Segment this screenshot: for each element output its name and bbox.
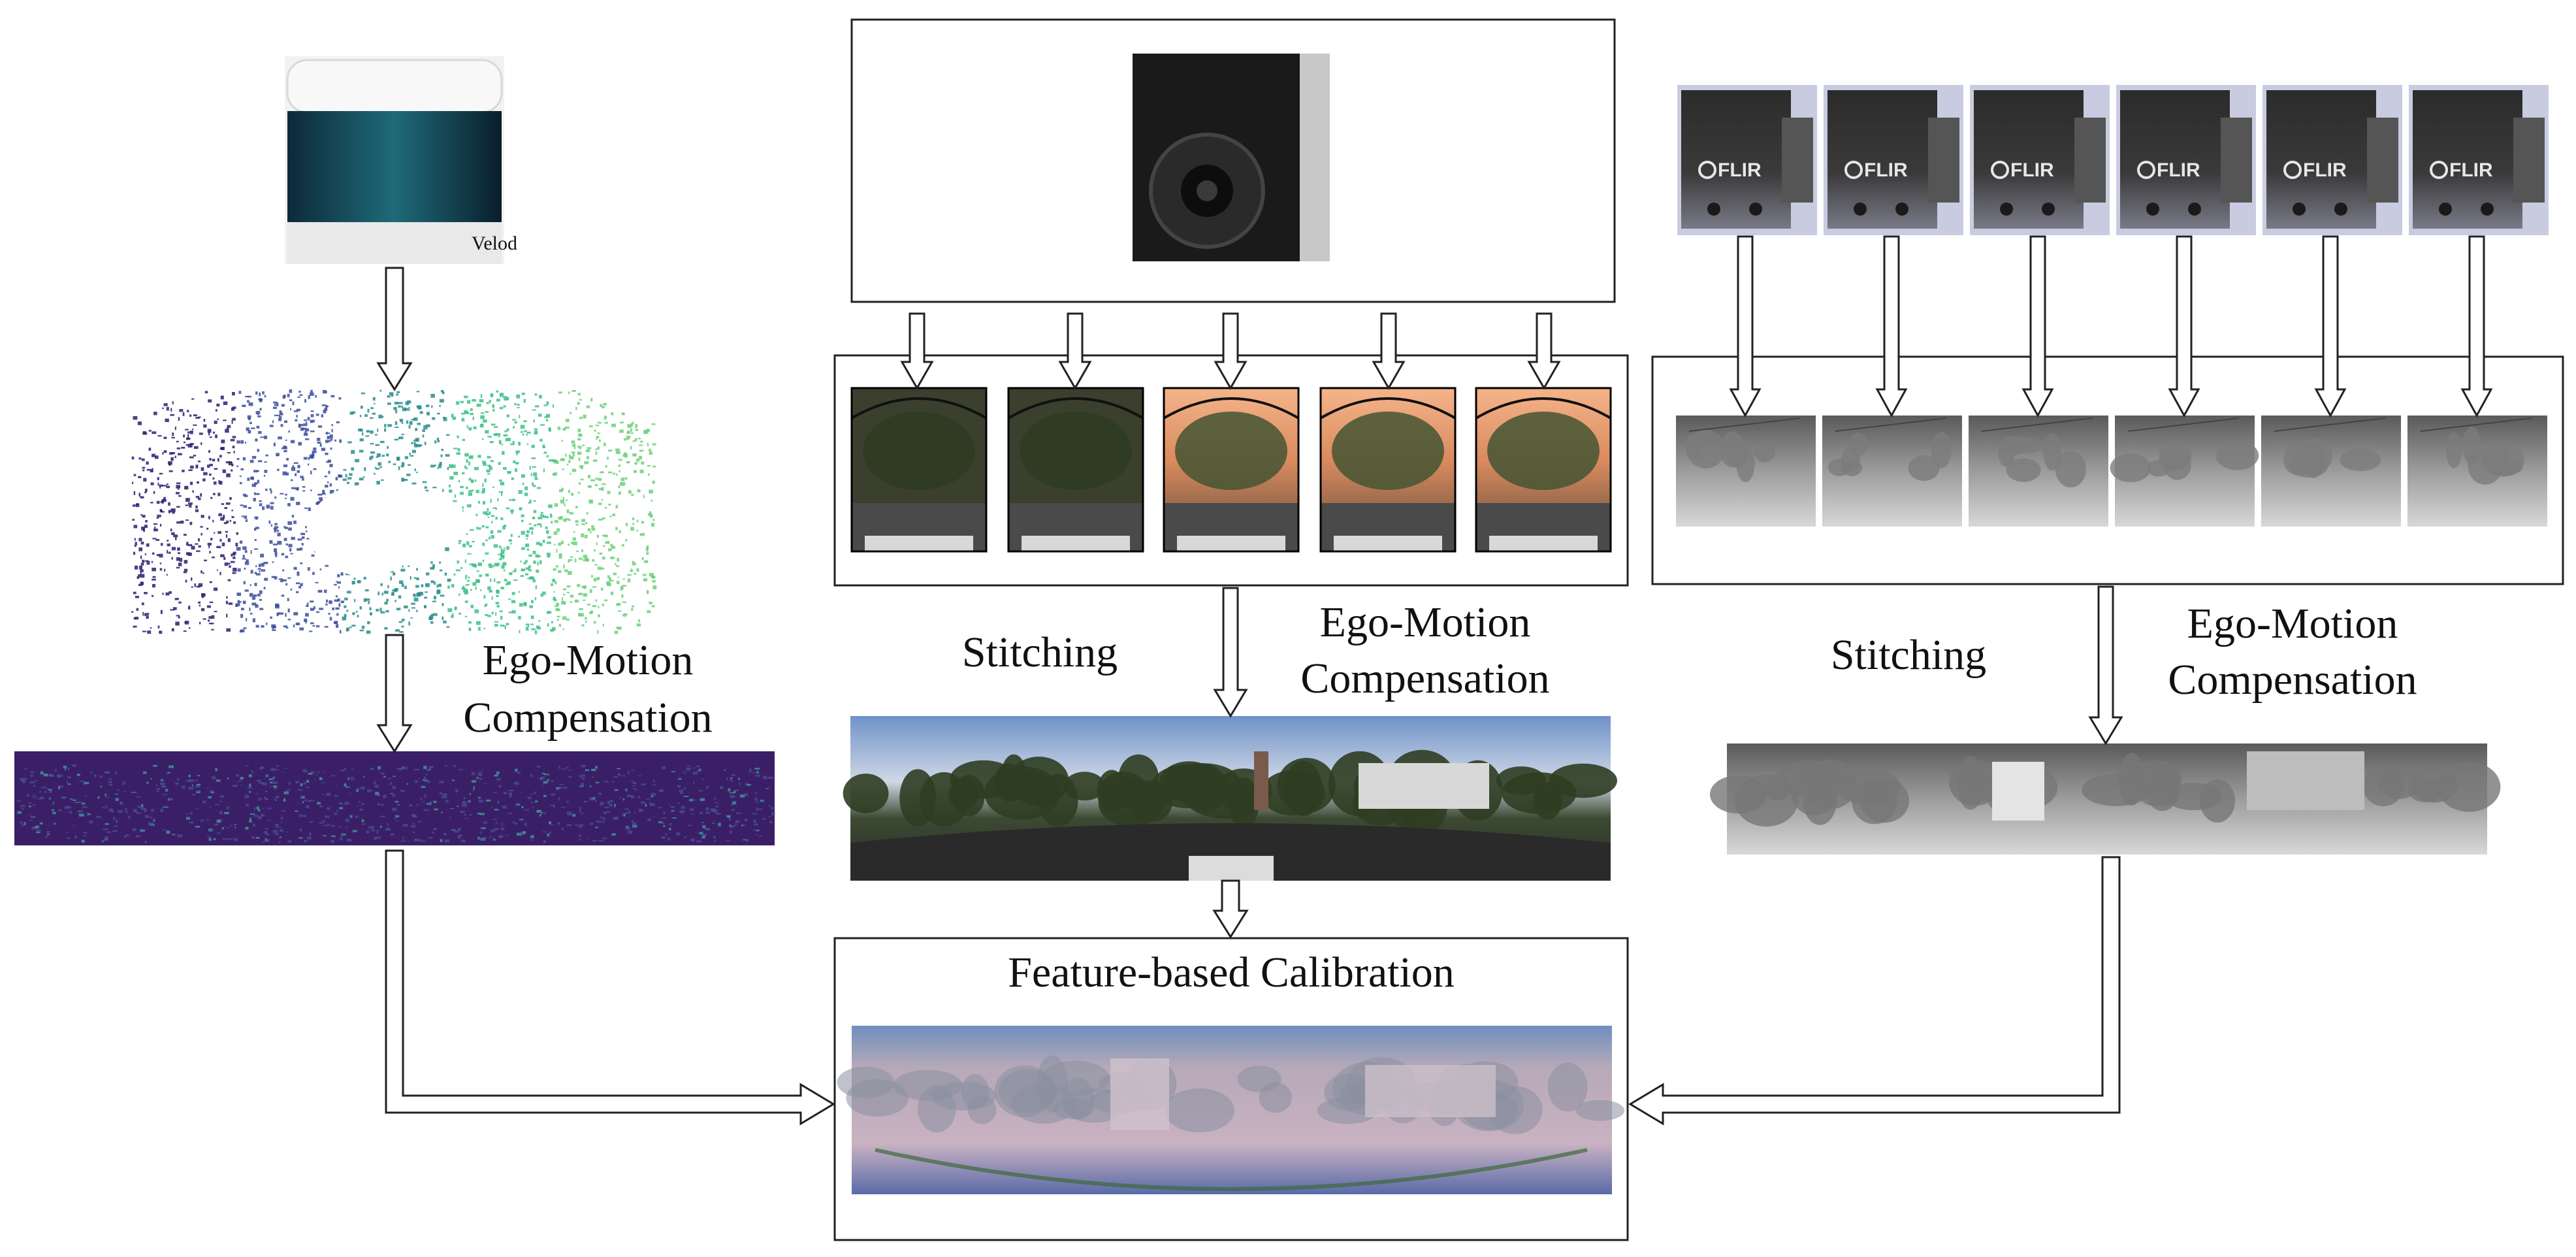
thermal-image-2 — [1822, 416, 1962, 527]
flow-arrows — [376, 235, 2493, 1126]
fisheye-image-3 — [1163, 387, 1300, 553]
arrow-flir-to-thermal-1 — [1729, 235, 1762, 418]
lidar-brand-text: Velod — [472, 233, 517, 254]
flir-camera-4: FLIR — [2116, 85, 2256, 235]
rgb-ego-motion-label-line2: Compensation — [1300, 655, 1549, 702]
flir-brand-text: FLIR — [1864, 159, 1908, 181]
arrow-camera-to-fisheye-5 — [1527, 312, 1561, 391]
flir-brand-text: FLIR — [2010, 159, 2054, 181]
lidar-ego-motion-label-line2: Compensation — [463, 694, 712, 742]
thermal-panorama — [1710, 743, 2501, 855]
arrow-range-to-calibration — [385, 849, 835, 1126]
arrow-pointcloud-to-range — [376, 634, 413, 753]
flir-camera-5: FLIR — [2262, 85, 2402, 235]
flir-camera-1: FLIR — [1677, 85, 1817, 235]
calibration-title: Feature-based Calibration — [1008, 949, 1455, 996]
arrow-flir-to-thermal-2 — [1875, 235, 1908, 418]
thermal-image-6 — [2407, 416, 2547, 527]
arrow-camera-to-fisheye-2 — [1058, 312, 1092, 391]
arrow-flir-to-thermal-6 — [2460, 235, 2493, 418]
arrow-flir-to-thermal-5 — [2314, 235, 2347, 418]
rgb-camera-box — [850, 18, 1616, 303]
flir-brand-text: FLIR — [1718, 159, 1762, 181]
flir-camera-6: FLIR — [2409, 85, 2549, 235]
rgb-stitching-label: Stitching — [962, 628, 1118, 676]
arrow-flir-to-thermal-3 — [2021, 235, 2054, 418]
lidar-range-image — [14, 751, 775, 845]
thermal-image-1 — [1676, 416, 1816, 527]
arrow-camera-to-fisheye-3 — [1214, 312, 1248, 391]
thermal-image-3 — [1969, 416, 2108, 527]
arrow-thermal-to-panorama — [2088, 585, 2123, 745]
flir-camera-2: FLIR — [1824, 85, 1963, 235]
arrow-camera-to-fisheye-4 — [1372, 312, 1406, 391]
calibration-box — [833, 937, 1629, 1241]
thermal-image-5 — [2261, 416, 2401, 527]
arrow-thermal-to-calibration — [1628, 856, 2121, 1126]
rgb-ego-motion-label-line1: Ego-Motion — [1320, 598, 1531, 646]
arrow-camera-to-fisheye-1 — [900, 312, 934, 391]
flir-brand-text: FLIR — [2449, 159, 2493, 181]
fisheye-image-4 — [1319, 387, 1457, 553]
flir-brand-text: FLIR — [2303, 159, 2347, 181]
thermal-ego-motion-label-line1: Ego-Motion — [2187, 600, 2398, 647]
thermal-ego-motion-label-line2: Compensation — [2168, 656, 2417, 704]
arrow-fisheye-to-panorama — [1213, 587, 1248, 718]
flir-camera-3: FLIR — [1970, 85, 2110, 235]
fisheye-image-2 — [1007, 387, 1144, 553]
thermal-image-4 — [2110, 416, 2259, 527]
thermal-stitching-label: Stitching — [1831, 631, 1986, 679]
lidar-point-cloud — [131, 389, 657, 634]
lidar-ego-motion-label-line1: Ego-Motion — [483, 636, 694, 684]
fisheye-image-5 — [1475, 387, 1612, 553]
rgb-camera-photo — [1133, 54, 1330, 261]
flir-brand-text: FLIR — [2157, 159, 2200, 181]
thermal-image-box — [1651, 355, 2564, 585]
calibration-overlay-image — [837, 1026, 1625, 1194]
fisheye-image-1 — [850, 387, 988, 553]
arrow-flir-to-thermal-4 — [2168, 235, 2200, 418]
lidar-sensor-photo: Velod — [285, 56, 517, 264]
arrow-panorama-to-calibration — [1212, 879, 1249, 939]
rgb-panorama — [843, 716, 1617, 881]
arrow-lidar-to-pointcloud — [376, 267, 413, 391]
